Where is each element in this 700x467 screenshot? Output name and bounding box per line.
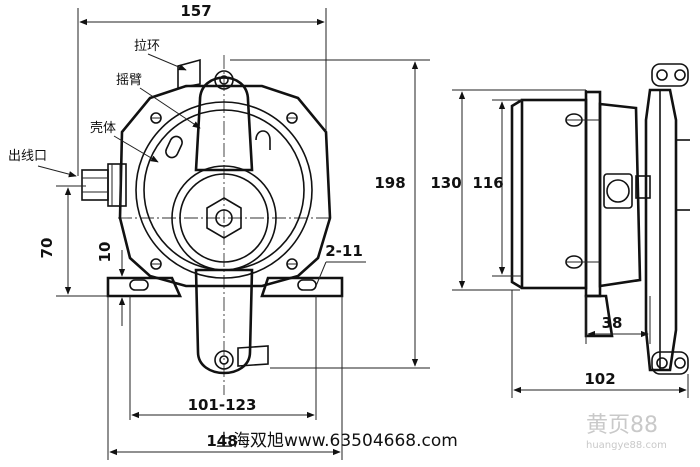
brand-url-watermark: huangye88.com [586,440,667,451]
dim-left-height: 70 [38,238,56,259]
cable-gland [81,163,127,207]
housing-screw [150,112,298,270]
dim-mount-holes: 2-11 [325,242,363,260]
label-housing: 壳体 [90,121,116,136]
dim-overall-width: 157 [180,2,211,20]
dim-foot-thickness: 10 [96,242,114,263]
dim-side-inner-height: 116 [472,174,503,192]
side-view: 130 116 38 102 [430,63,690,398]
front-view: 157 198 70 10 2-11 101-123 148 拉环 摇臂 [8,2,430,460]
dim-side-height: 130 [430,174,461,192]
label-rocker-arm: 摇臂 [116,73,142,88]
dim-mount-spacing: 101-123 [188,396,257,414]
company-watermark: 上海双旭www.63504668.com [216,431,458,451]
dim-side-arm-offset: 38 [602,314,623,332]
brand-watermark: 黄页88 [586,413,658,438]
label-pull-ring: 拉环 [134,39,160,54]
dim-overall-height: 198 [374,174,405,192]
dim-base-width: 148 [206,432,237,450]
dim-side-depth: 102 [584,370,615,388]
label-cable-outlet: 出线口 [8,149,47,164]
